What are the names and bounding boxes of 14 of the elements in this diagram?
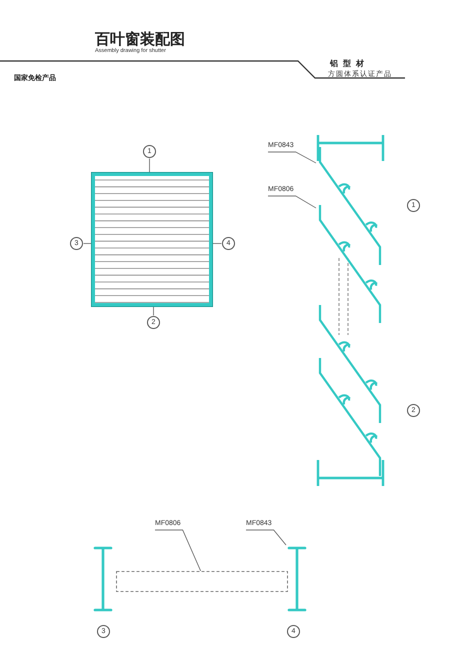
leader-line	[268, 152, 316, 164]
leader-line	[268, 196, 316, 208]
shutter-elevation-drawing	[91, 172, 213, 307]
frame-profile-drawing	[286, 545, 308, 613]
leader-line	[154, 530, 202, 572]
slat-outline	[116, 571, 288, 592]
leader-line	[149, 158, 150, 172]
leader-line	[212, 243, 222, 244]
leader-line	[153, 306, 154, 316]
product-line-text: 铝型材	[330, 58, 369, 69]
frame-profile-drawing	[316, 134, 386, 163]
title: 百叶窗装配图	[95, 30, 185, 48]
leader-line	[246, 530, 286, 546]
leader-line	[83, 243, 92, 244]
